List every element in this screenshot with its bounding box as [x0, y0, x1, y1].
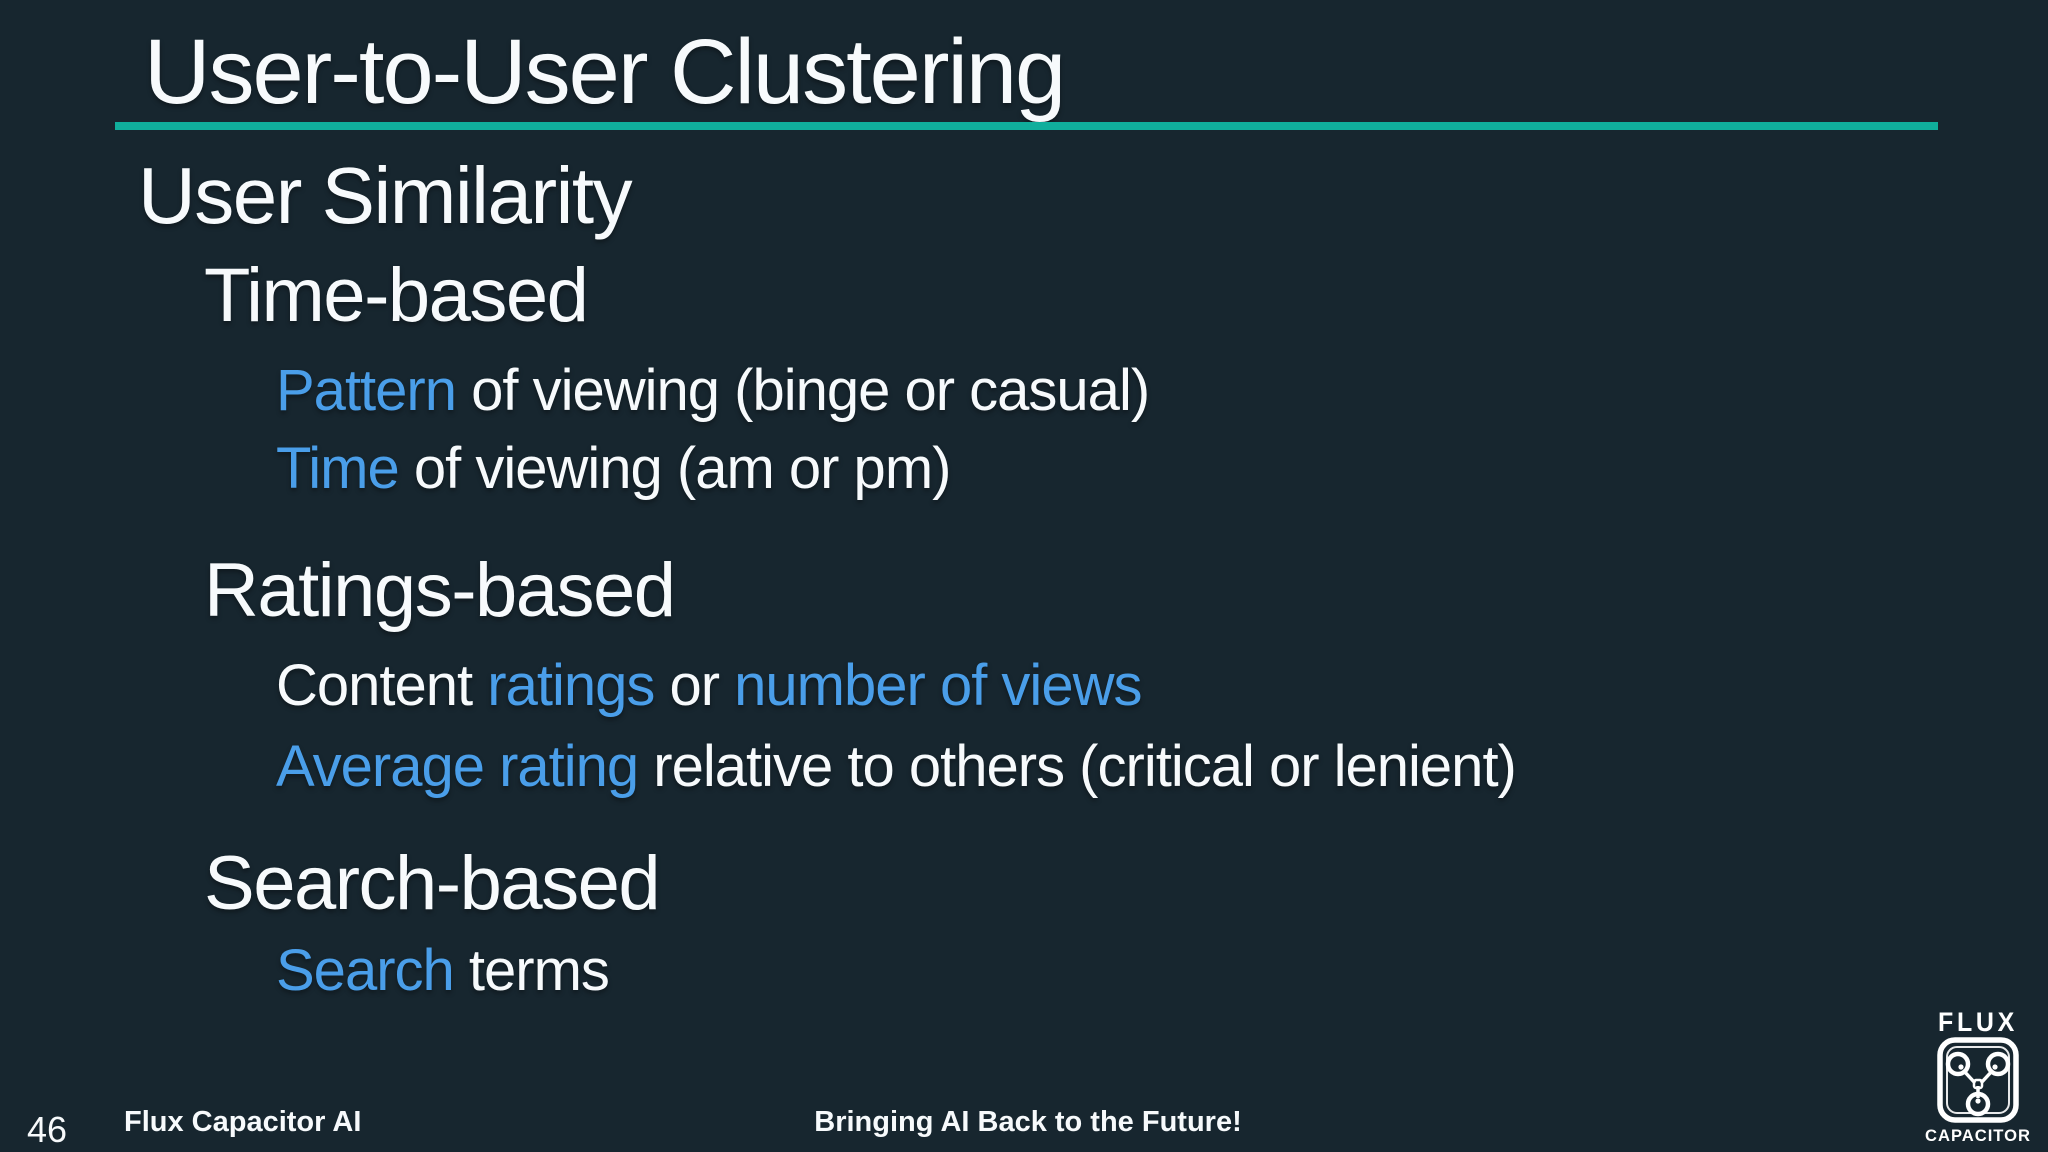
logo-cell-top-right — [1985, 1051, 2011, 1077]
section-heading-time-based: Time-based — [204, 253, 589, 338]
bullet-segment: of viewing (am or pm) — [398, 436, 952, 501]
bullet-segment: Pattern — [276, 358, 457, 423]
bullet-segment: of viewing (binge or casual) — [456, 358, 1150, 423]
bullet-pattern-of-viewing: Pattern of viewing (binge or casual) — [276, 362, 1150, 420]
bullet-segment: Search — [276, 938, 455, 1003]
bullet-segment: Content — [276, 653, 488, 718]
logo-cell-top-left — [1945, 1051, 1971, 1077]
subtitle: User Similarity — [138, 151, 633, 240]
footer-tagline: Bringing AI Back to the Future! — [814, 1106, 1242, 1138]
logo-cell-bottom — [1965, 1091, 1991, 1117]
bullet-segment: number of views — [734, 653, 1142, 718]
logo-flux-text: FLUX — [1938, 1007, 2018, 1037]
title-underline — [115, 122, 1938, 130]
bullet-segment: Time — [276, 436, 400, 501]
bullet-segment: or — [654, 653, 735, 718]
flux-capacitor-logo: FLUX CAPACITOR — [1925, 1007, 2031, 1145]
bullet-segment: relative to others (critical or lenient) — [638, 734, 1517, 799]
bullet-segment: ratings — [487, 653, 655, 718]
bullet-segment: Average rating — [276, 734, 639, 799]
page-number: 46 — [27, 1109, 68, 1150]
logo-capacitor-text: CAPACITOR — [1925, 1126, 2031, 1145]
slide-title: User-to-User Clustering — [144, 21, 1066, 123]
section-heading-ratings-based: Ratings-based — [204, 548, 676, 633]
bullet-average-rating: Average rating relative to others (criti… — [276, 738, 1517, 796]
footer-company-name: Flux Capacitor AI — [124, 1106, 362, 1138]
logo-capacitor-frame — [1937, 1037, 2019, 1123]
section-heading-search-based: Search-based — [204, 841, 661, 926]
bullet-search-terms: Search terms — [276, 942, 610, 1000]
bullet-segment: terms — [453, 938, 610, 1003]
bullet-time-of-viewing: Time of viewing (am or pm) — [276, 440, 951, 498]
bullet-content-ratings: Content ratings or number of views — [276, 657, 1142, 715]
